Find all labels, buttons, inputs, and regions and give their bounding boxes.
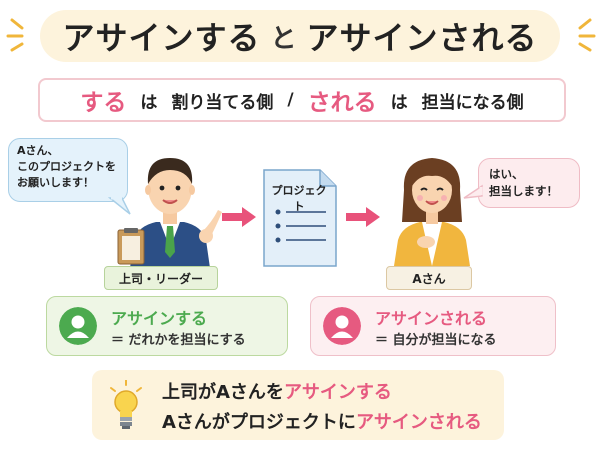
title-banner: アサインする と アサインされる [40, 10, 560, 62]
summary-line-2: Aさんがプロジェクトにアサインされる [162, 408, 482, 434]
person-a-bubble-tail [463, 184, 483, 199]
document-title: プロジェクト [271, 184, 327, 213]
subtitle-desc-a: 割り当てる側 [171, 92, 274, 113]
subtitle-box: する は 割り当てる側 / される は 担当になる側 [38, 78, 566, 122]
boss-speech-line: このプロジェクトを [17, 160, 116, 173]
user-avatar-icon [323, 307, 361, 345]
boss-label: 上司・リーダー [104, 266, 218, 290]
subtitle-desc-b: 担当になる側 [421, 92, 524, 113]
subtitle-particle-a: は [140, 92, 158, 113]
user-avatar-icon [59, 307, 97, 345]
summary-line-2-term: アサインされる [355, 412, 482, 433]
arrow-right-icon [222, 207, 256, 227]
definition-active-body: ＝ だれかを担当にする [111, 333, 246, 348]
summary-line-1: 上司がAさんをアサインする [162, 378, 392, 404]
subtitle-term-suru: する [80, 90, 127, 116]
title-connector: と [270, 23, 297, 54]
left-sparkle-icon [6, 18, 24, 52]
boss-speech-line: Aさん、 [17, 144, 59, 157]
lightbulb-icon [110, 380, 142, 429]
boss-speech-line: お願いします！ [17, 176, 94, 189]
subtitle-separator: / [287, 90, 294, 110]
right-sparkle-icon [578, 18, 596, 52]
definition-passive-head: アサインされる [375, 309, 488, 328]
boss-character-icon [117, 158, 222, 268]
person-a-label: Aさん [386, 266, 472, 290]
person-a-speech-line: 担当します！ [489, 184, 558, 198]
person-a-speech-line: はい、 [489, 167, 524, 181]
title-left-term: アサインする [62, 19, 261, 57]
summary-line-1-term: アサインする [283, 382, 392, 403]
subtitle-term-sareru: される [307, 90, 377, 116]
person-a-speech-bubble: はい、 担当します！ [478, 158, 580, 208]
document-icon [263, 169, 337, 267]
summary-line-1-prefix: 上司がAさんを [162, 382, 284, 403]
definition-active-box: アサインする ＝ だれかを担当にする [46, 296, 288, 356]
person-a-character-icon [394, 158, 470, 266]
boss-speech-bubble: Aさん、 このプロジェクトを お願いします！ [8, 138, 128, 202]
definition-passive-body: ＝ 自分が担当になる [375, 333, 497, 348]
arrow-right-icon [346, 207, 380, 227]
subtitle-particle-b: は [390, 92, 408, 113]
title-right-term: アサインされる [306, 19, 538, 57]
definition-passive-box: アサインされる ＝ 自分が担当になる [310, 296, 556, 356]
summary-box: 上司がAさんをアサインする Aさんがプロジェクトにアサインされる [92, 370, 504, 440]
boss-bubble-tail [108, 196, 131, 215]
definition-active-head: アサインする [111, 309, 208, 328]
summary-line-2-prefix: Aさんがプロジェクトに [162, 412, 356, 433]
